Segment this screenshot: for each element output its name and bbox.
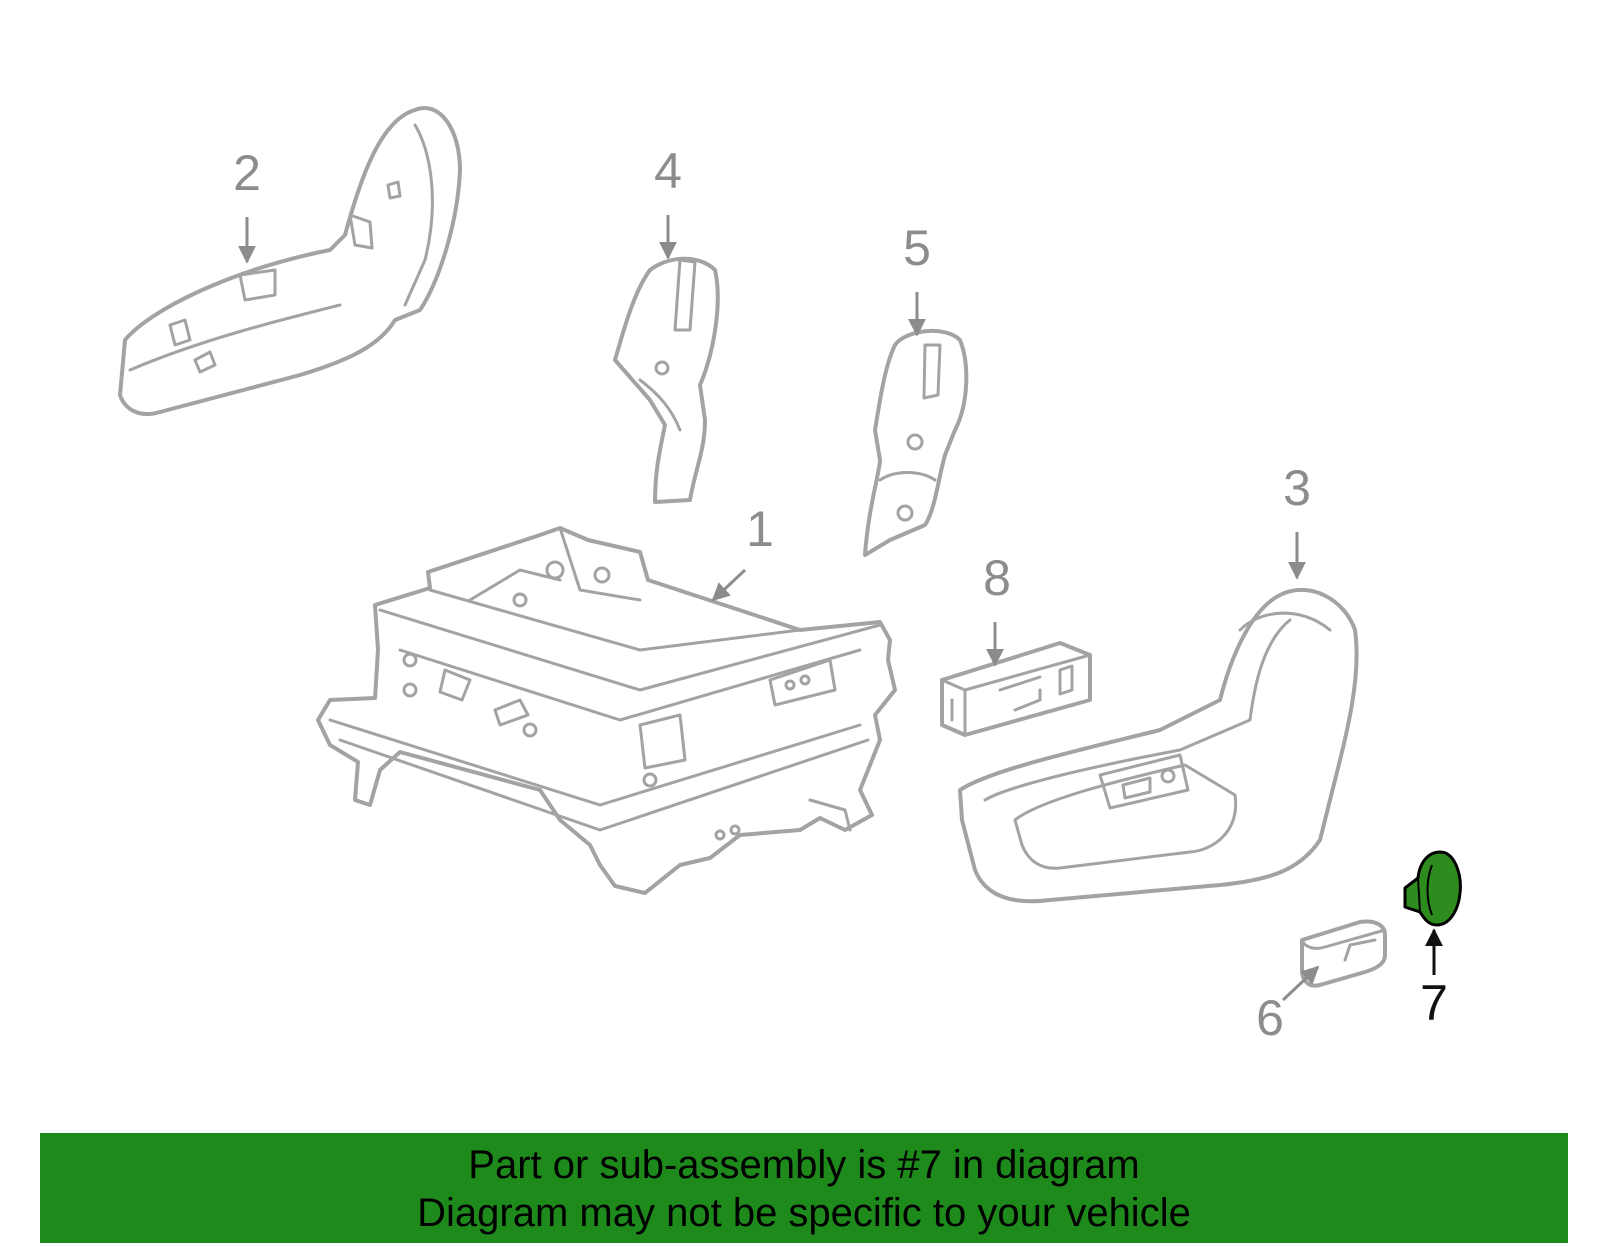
leader-lines	[238, 215, 1443, 1002]
part-6-knob[interactable]	[1300, 919, 1387, 988]
seat-parts-diagram: 1 2 3 4 5 6 7 8	[118, 106, 1462, 1046]
callout-8: 8	[983, 550, 1011, 606]
leader-6	[1281, 965, 1320, 1002]
part-4-hinge-cover[interactable]	[613, 256, 720, 504]
part-3-inner-trim[interactable]	[958, 588, 1359, 904]
part-7-knob-highlighted[interactable]	[1403, 850, 1462, 927]
part-8-switch[interactable]	[940, 641, 1092, 737]
part-1-seat-track[interactable]	[316, 526, 897, 895]
callout-4: 4	[654, 143, 682, 199]
callout-7: 7	[1420, 975, 1448, 1031]
callout-2: 2	[233, 145, 261, 201]
leader-1	[711, 568, 747, 602]
part-2-outer-trim[interactable]	[118, 106, 462, 416]
callout-6: 6	[1256, 990, 1284, 1046]
callout-labels: 1 2 3 4 5 6 7 8	[233, 143, 1448, 1046]
part-5-hinge-cover[interactable]	[863, 328, 969, 557]
callout-1: 1	[746, 501, 774, 557]
banner-line-disclaimer: Diagram may not be specific to your vehi…	[417, 1191, 1191, 1235]
callout-5: 5	[903, 220, 931, 276]
callout-3: 3	[1283, 460, 1311, 516]
banner-line-part-number: Part or sub-assembly is #7 in diagram	[468, 1143, 1140, 1187]
info-banner: Part or sub-assembly is #7 in diagram Di…	[40, 1133, 1568, 1243]
